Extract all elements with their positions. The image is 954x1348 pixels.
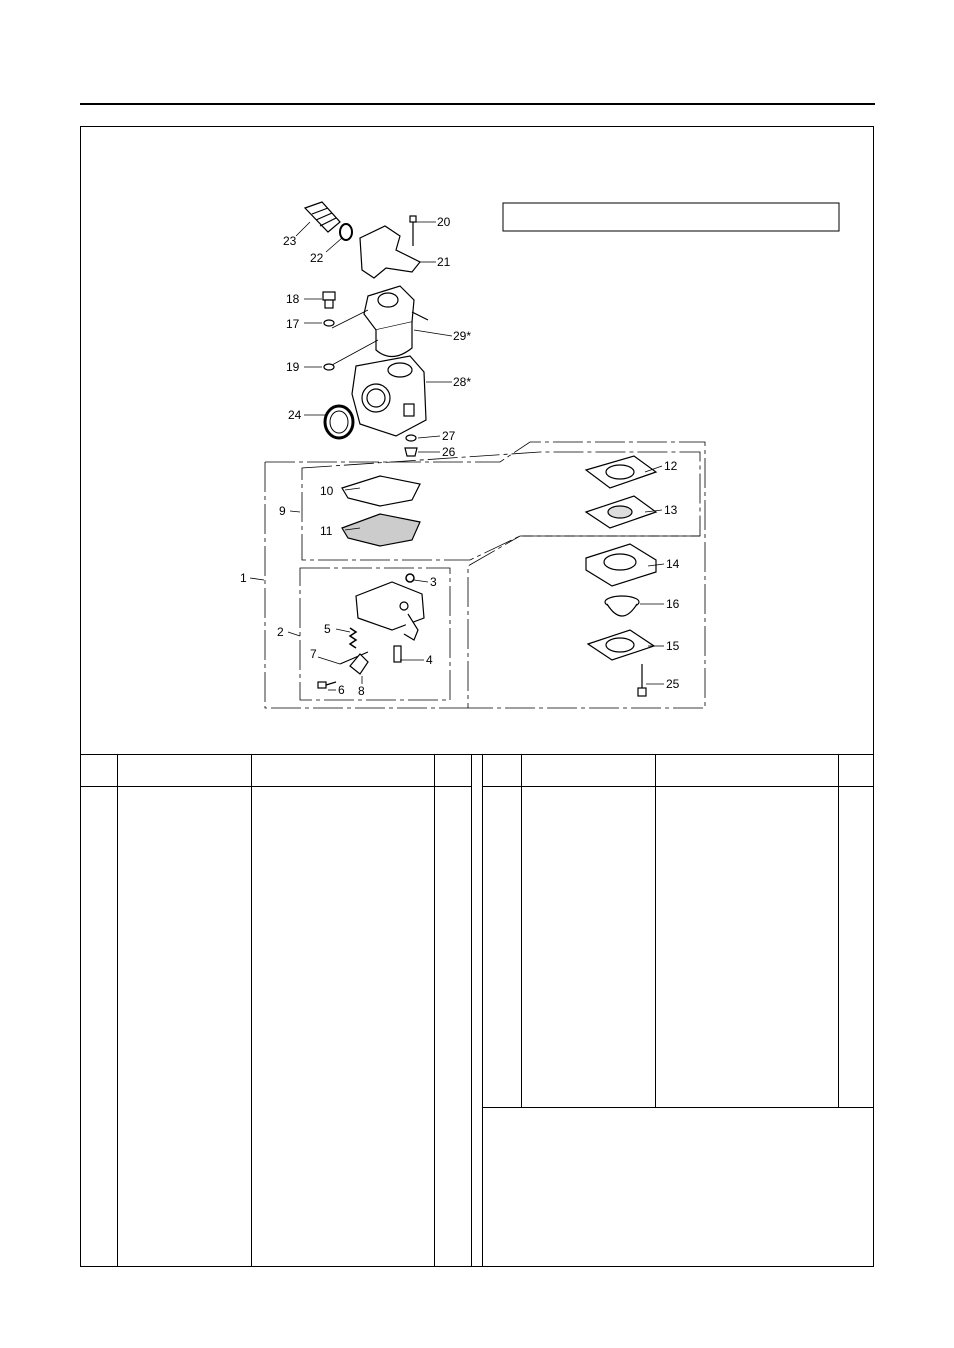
part-24-gasket — [323, 404, 355, 440]
header-rule — [80, 103, 875, 105]
callout-1: 1 — [240, 571, 247, 585]
kit-1-outline — [265, 441, 706, 709]
right-col-divider-2 — [655, 754, 656, 1107]
part-29-upper-body — [363, 285, 429, 358]
part-2-metering-body — [355, 581, 425, 641]
part-13-diaphragm — [584, 495, 658, 529]
part-15-plate — [586, 629, 656, 661]
callout-18: 18 — [286, 292, 300, 306]
kit-9-outline — [301, 451, 701, 561]
diagram-title-box — [502, 202, 840, 232]
part-18-plug — [322, 291, 336, 309]
part-7-pin — [339, 651, 369, 665]
callout-5: 5 — [324, 622, 331, 636]
callout-27: 27 — [442, 429, 456, 443]
right-table-bottom — [482, 1107, 874, 1108]
part-16-primer-bulb — [604, 595, 640, 617]
right-col-divider-1 — [521, 754, 522, 1107]
callout-21: 21 — [437, 255, 451, 269]
leader-lines — [249, 221, 665, 691]
right-header-divider — [482, 786, 874, 787]
part-26-nut — [404, 447, 418, 457]
callout-15: 15 — [666, 639, 680, 653]
callout-17: 17 — [286, 317, 300, 331]
table-top-border — [80, 754, 874, 755]
left-table-right-edge — [471, 754, 472, 1267]
left-col-divider-2 — [251, 754, 252, 1267]
part-3-spring — [405, 573, 415, 583]
right-col-divider-3 — [838, 754, 839, 1107]
left-header-divider — [80, 786, 471, 787]
callout-12: 12 — [664, 459, 678, 473]
left-col-divider-1 — [117, 754, 118, 1267]
callout-11: 11 — [320, 524, 333, 538]
part-28-main-body — [351, 355, 427, 437]
part-12-gasket — [584, 455, 658, 489]
part-4-needle — [393, 645, 402, 663]
callout-22: 22 — [310, 251, 324, 265]
part-23-fitting — [303, 201, 341, 233]
part-6-screw — [317, 681, 337, 689]
callout-24: 24 — [288, 408, 302, 422]
callout-29: 29* — [453, 329, 471, 343]
callout-19: 19 — [286, 360, 300, 374]
callout-10: 10 — [320, 484, 334, 498]
part-10-gasket — [341, 475, 421, 507]
part-21-bracket — [359, 225, 421, 279]
kit-2-outline — [299, 567, 451, 701]
callout-13: 13 — [664, 503, 678, 517]
callout-2: 2 — [277, 625, 284, 639]
part-22-washer — [339, 223, 353, 241]
parts-list-frame — [80, 126, 874, 1267]
part-20-screw — [409, 215, 417, 246]
callout-4: 4 — [426, 653, 433, 667]
part-11-screen — [341, 513, 421, 547]
part-5-spring — [348, 627, 358, 649]
callout-23: 23 — [283, 234, 297, 248]
callout-20: 20 — [437, 215, 451, 229]
callout-7: 7 — [310, 647, 317, 661]
callout-16: 16 — [666, 597, 680, 611]
callout-25: 25 — [666, 677, 680, 691]
part-19-washer — [323, 363, 335, 371]
left-col-divider-3 — [434, 754, 435, 1267]
callout-6: 6 — [338, 683, 345, 697]
part-25-screw — [637, 664, 647, 697]
part-17-washer — [323, 319, 335, 327]
callout-26: 26 — [442, 445, 456, 459]
callout-9: 9 — [279, 504, 286, 518]
callout-14: 14 — [666, 557, 680, 571]
callout-8: 8 — [358, 684, 365, 698]
part-27-o-ring — [405, 434, 417, 442]
right-table-left-edge — [482, 754, 483, 1267]
part-8-lever — [349, 653, 369, 675]
callout-3: 3 — [430, 575, 437, 589]
callout-28: 28* — [453, 375, 471, 389]
part-14-pump-cover — [585, 543, 657, 587]
